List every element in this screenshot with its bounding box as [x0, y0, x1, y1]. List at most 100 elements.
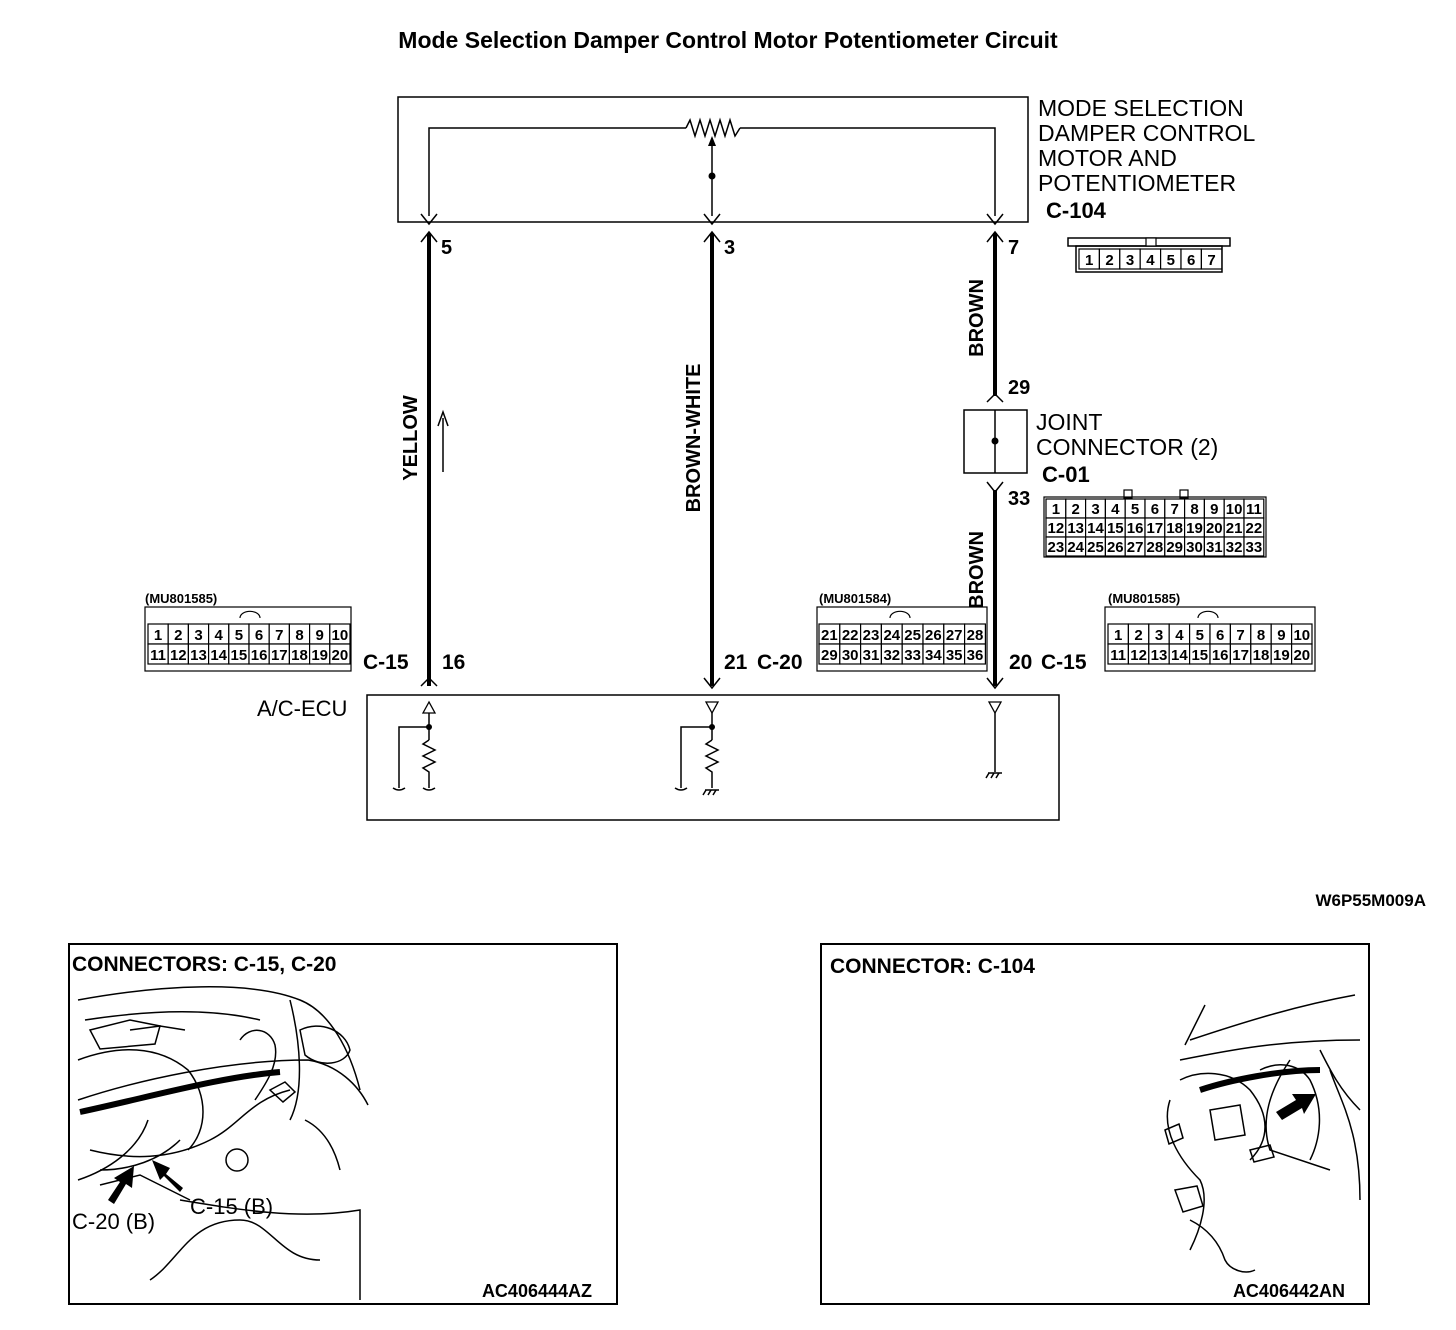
- signal-flow-arrow: [437, 409, 449, 472]
- diagram-title: Mode Selection Damper Control Motor Pote…: [398, 27, 1058, 53]
- c104-pin: 6: [1187, 252, 1195, 269]
- c104-pin: 5: [1167, 252, 1175, 269]
- left-ecu-pin: 1: [154, 627, 162, 644]
- c01-pin: 16: [1127, 520, 1144, 537]
- right-ecu-pin: 12: [1130, 647, 1147, 664]
- c01-id: C-01: [1042, 462, 1090, 487]
- connector-latch: [1197, 610, 1219, 619]
- right-ecu-pin: 19: [1273, 647, 1290, 664]
- left-ecu-pin: 13: [190, 647, 207, 664]
- c01-pin: 5: [1131, 501, 1139, 518]
- c01-pin: 20: [1206, 520, 1223, 537]
- terminal-3: 3: [724, 237, 735, 259]
- middle-ecu-pin: 30: [842, 647, 859, 664]
- c104-pin: 7: [1207, 252, 1215, 269]
- c01-pin: 9: [1210, 501, 1218, 518]
- c01-pin: 13: [1067, 520, 1084, 537]
- left-ecu-pin: 14: [210, 647, 227, 664]
- c15-b-label: C-15 (B): [190, 1194, 273, 1219]
- middle-ecu-pin: 32: [883, 647, 900, 664]
- c20-b-label: C-20 (B): [72, 1209, 155, 1234]
- c01-pin: 30: [1186, 539, 1203, 556]
- joint-pin-33: 33: [1008, 488, 1030, 510]
- left-location-panel: [68, 943, 618, 1305]
- c104-pin: 2: [1105, 252, 1113, 269]
- middle-ecu-pin: 27: [946, 627, 963, 644]
- left-ecu-pin: 12: [170, 647, 187, 664]
- c01-pin: 31: [1206, 539, 1223, 556]
- right-location-panel: [820, 943, 1370, 1305]
- right-ecu-connector-part: (MU801585): [1108, 591, 1180, 606]
- c104-pin: 4: [1146, 252, 1155, 269]
- right-panel-pointer-arrow: [1276, 1094, 1316, 1120]
- yellow-label: YELLOW: [400, 395, 422, 481]
- left-ecu-pin: 5: [235, 627, 243, 644]
- left-ecu-pin: 3: [194, 627, 202, 644]
- c01-pin: 29: [1166, 539, 1183, 556]
- component-label-line4: POTENTIOMETER: [1038, 170, 1236, 196]
- left-panel-title: CONNECTORS: C-15, C-20: [72, 953, 337, 976]
- connector-latch: [239, 610, 261, 619]
- left-ecu-pin: 8: [295, 627, 303, 644]
- middle-ecu-connector-part: (MU801584): [819, 591, 891, 606]
- middle-ecu-pin: 25: [904, 627, 921, 644]
- c15-right-label: C-15: [1041, 651, 1087, 674]
- right-ecu-pin: 8: [1257, 627, 1265, 644]
- c01-pin: 28: [1147, 539, 1164, 556]
- left-ecu-pin: 10: [332, 627, 349, 644]
- joint-pin-29: 29: [1008, 377, 1030, 399]
- middle-ecu-pin: 29: [821, 647, 838, 664]
- left-ecu-pin: 7: [275, 627, 283, 644]
- potentiometer-resistor: [685, 117, 741, 139]
- left-ecu-pin: 4: [215, 627, 224, 644]
- left-ecu-pin: 19: [311, 647, 328, 664]
- c01-pin: 2: [1072, 501, 1080, 518]
- c01-pin: 27: [1127, 539, 1144, 556]
- right-ecu-pin: 9: [1277, 627, 1285, 644]
- c01-pin: 6: [1151, 501, 1159, 518]
- ecu-label: A/C-ECU: [257, 696, 347, 721]
- right-ecu-pin: 14: [1171, 647, 1188, 664]
- joint-label-line2: CONNECTOR (2): [1036, 434, 1218, 460]
- left-ecu-pin: 15: [231, 647, 248, 664]
- ecu-ground-20-circuit: [985, 701, 1003, 779]
- c01-pin: 25: [1087, 539, 1104, 556]
- brown-lower-label: BROWN: [966, 531, 988, 609]
- right-panel-code: AC406442AN: [1233, 1281, 1345, 1301]
- left-ecu-pin: 11: [150, 647, 166, 664]
- wiper-junction-dot: [708, 172, 716, 180]
- right-ecu-pin: 6: [1216, 627, 1224, 644]
- right-ecu-pin: 4: [1175, 627, 1184, 644]
- right-ecu-pin: 2: [1134, 627, 1142, 644]
- middle-ecu-pin: 22: [842, 627, 859, 644]
- dashboard-line-drawing-left: [77, 986, 369, 1300]
- left-ecu-pin: 16: [251, 647, 268, 664]
- right-ecu-pin: 7: [1236, 627, 1244, 644]
- c01-pin: 19: [1186, 520, 1203, 537]
- right-ecu-pin: 3: [1155, 627, 1163, 644]
- c01-pin: 12: [1048, 520, 1065, 537]
- c01-pin: 26: [1107, 539, 1124, 556]
- brown-white-label: BROWN-WHITE: [683, 364, 705, 513]
- ecu-input-16-circuit: [392, 700, 437, 791]
- ecu-pin-20: 20: [1009, 651, 1032, 674]
- left-ecu-pin: 17: [271, 647, 288, 664]
- middle-ecu-pin: 35: [946, 647, 963, 664]
- left-ecu-pin: 6: [255, 627, 263, 644]
- component-label-line1: MODE SELECTION: [1038, 95, 1244, 121]
- left-panel-pointer-arrows: [108, 1160, 183, 1204]
- right-ecu-pin: 11: [1110, 647, 1126, 664]
- c01-pin: 22: [1246, 520, 1263, 537]
- c01-pin: 18: [1166, 520, 1183, 537]
- right-ecu-pin: 15: [1191, 647, 1208, 664]
- c01-pin: 32: [1226, 539, 1243, 556]
- left-ecu-pin: 2: [174, 627, 182, 644]
- c01-pin: 17: [1147, 520, 1164, 537]
- middle-ecu-pin: 21: [821, 627, 838, 644]
- c104-pin: 1: [1085, 252, 1093, 269]
- c01-pin: 24: [1067, 539, 1084, 556]
- middle-ecu-pin: 28: [967, 627, 984, 644]
- middle-ecu-pin: 34: [925, 647, 942, 664]
